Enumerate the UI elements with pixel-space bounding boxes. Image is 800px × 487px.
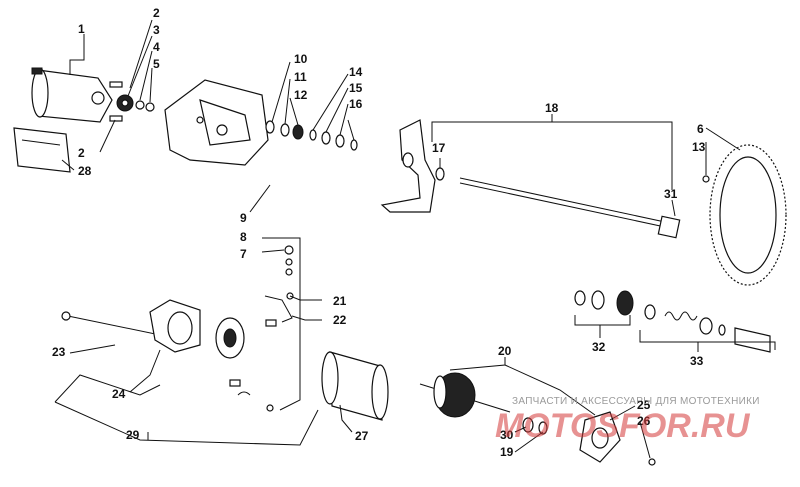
label-12: 12	[294, 88, 308, 102]
label-32: 32	[592, 340, 606, 354]
label-10: 10	[294, 52, 308, 66]
label-23: 23	[52, 345, 66, 359]
armature	[419, 372, 511, 418]
label-30: 30	[500, 428, 514, 442]
motor-housing	[321, 351, 389, 421]
label-6: 6	[697, 122, 704, 136]
label-2-bottom: 2	[78, 146, 85, 160]
label-14: 14	[349, 65, 363, 79]
label-4: 4	[153, 40, 160, 54]
label-3: 3	[153, 23, 160, 37]
label-1: 1	[78, 22, 85, 36]
clutch-assembly	[574, 290, 771, 353]
cover-28	[13, 127, 71, 173]
label-2-top: 2	[153, 6, 160, 20]
label-20: 20	[498, 344, 512, 358]
drive-gear	[116, 94, 155, 112]
label-27: 27	[355, 429, 369, 443]
label-33: 33	[690, 354, 704, 368]
drive-end-plate	[522, 411, 656, 466]
watermark-logo: MOTOSFOR.RU	[495, 407, 751, 445]
label-18: 18	[545, 101, 559, 115]
label-13: 13	[692, 140, 706, 154]
terminal-parts	[264, 245, 294, 323]
label-9: 9	[240, 211, 247, 225]
label-21: 21	[333, 294, 347, 308]
brush-holder	[215, 317, 277, 412]
watermark-tagline: ЗАПЧАСТИ И АКСЕССУАРЫ ДЛЯ МОТОТЕХНИКИ	[512, 396, 760, 407]
mounting-bracket	[164, 79, 269, 166]
watermark: ЗАПЧАСТИ И АКСЕССУАРЫ ДЛЯ МОТОТЕХНИКИ MO…	[495, 396, 760, 445]
label-28: 28	[78, 164, 92, 178]
ring-gear	[702, 144, 787, 286]
starter-motor	[31, 67, 123, 123]
washer-stack	[265, 120, 358, 151]
label-11: 11	[294, 70, 307, 84]
shaft-support	[380, 119, 445, 213]
label-26: 26	[637, 414, 651, 428]
label-22: 22	[333, 313, 347, 327]
label-17: 17	[432, 141, 446, 155]
label-15: 15	[349, 81, 363, 95]
label-19: 19	[500, 445, 514, 459]
leader-lines	[54, 19, 776, 459]
drive-shaft	[459, 177, 681, 239]
callout-labels: 1 2 3 4 5 2 28 10 11 12 14 15 16 17 18 6…	[52, 6, 706, 459]
label-7: 7	[240, 247, 247, 261]
end-cap	[149, 299, 201, 353]
label-16: 16	[349, 97, 363, 111]
label-29: 29	[126, 428, 140, 442]
label-5: 5	[153, 57, 160, 71]
label-24: 24	[112, 387, 126, 401]
label-25: 25	[637, 398, 651, 412]
label-31: 31	[664, 187, 678, 201]
label-8: 8	[240, 230, 247, 244]
through-bolt	[61, 311, 166, 337]
